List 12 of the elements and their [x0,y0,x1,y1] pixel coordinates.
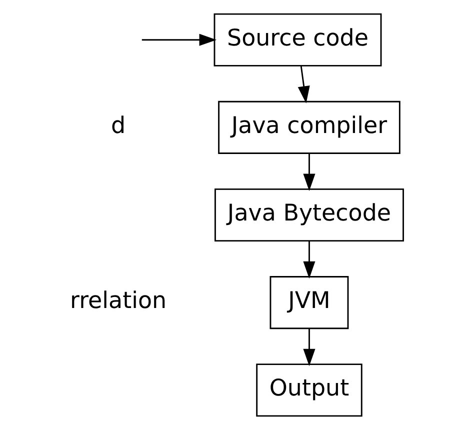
arrow [141,34,216,46]
arrow [302,328,315,366]
node-box: Source code [213,13,382,66]
arrow [297,66,310,104]
node-box: Java compiler [218,100,400,154]
label: d [110,112,126,139]
node-box: Java Bytecode [214,188,404,242]
label: rrelation [70,288,166,314]
node-box: Output [256,364,362,417]
arrow [302,240,315,279]
node-box: JVM [269,276,348,330]
arrow [302,153,315,191]
